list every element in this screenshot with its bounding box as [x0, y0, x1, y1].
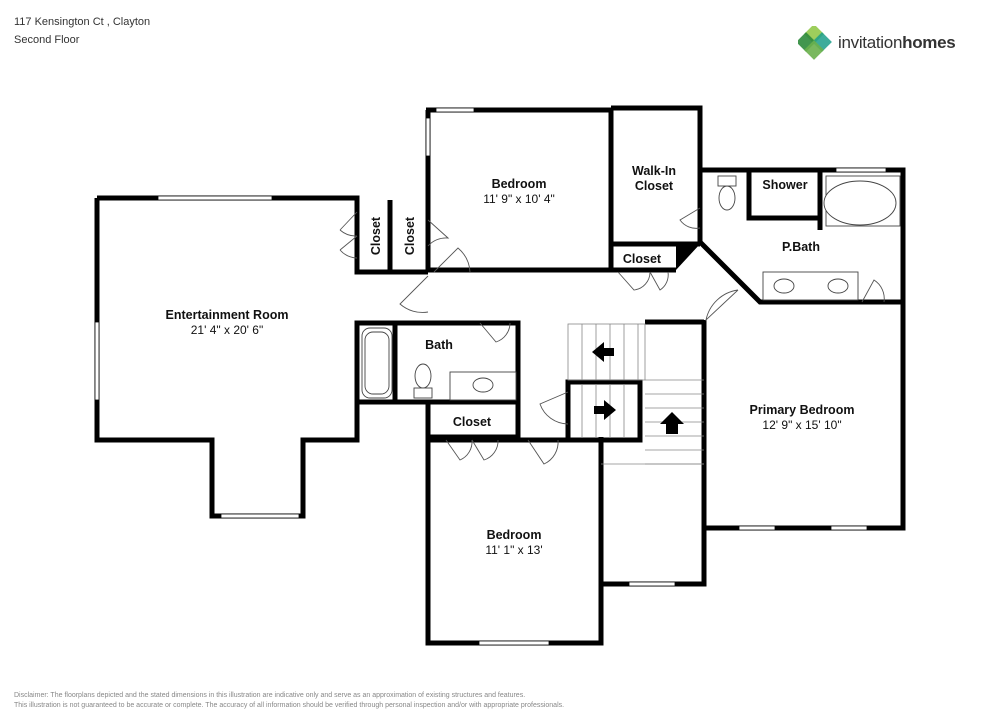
sink-hall — [472, 377, 494, 393]
windows — [94, 107, 887, 646]
room-name-entertainment: Entertainment Room — [166, 308, 289, 322]
brand-name-bold: homes — [902, 33, 956, 52]
staircase — [567, 323, 704, 465]
room-name-closet-hall: Closet — [453, 415, 492, 429]
brand-name-light: invitation — [838, 33, 903, 52]
bathtub-pbath-inner — [823, 180, 897, 226]
room-name-bedroom-bottom: Bedroom — [487, 528, 542, 542]
arrow-left-icon — [592, 342, 614, 362]
room-name-closet-left: Closet — [369, 216, 383, 255]
fixtures — [361, 175, 901, 401]
room-name-primary: Primary Bedroom — [750, 403, 855, 417]
room-name-walkin-line1: Walk-In — [632, 164, 676, 178]
room-name-closet-walkin: Closet — [623, 252, 662, 266]
room-name-bedroom-top: Bedroom — [492, 177, 547, 191]
room-name-shower: Shower — [762, 178, 807, 192]
doors — [339, 207, 885, 465]
toilet-pbath — [718, 185, 736, 211]
floor-label: Second Floor — [14, 34, 80, 46]
disclaimer-line-1: Disclaimer: The floorplans depicted and … — [14, 692, 526, 699]
brand-wordmark: invitationhomes — [838, 33, 956, 53]
bathtub-hall-inner — [364, 331, 390, 395]
room-name-bath: Bath — [425, 338, 453, 352]
toilet-hall — [414, 363, 432, 389]
room-dims-primary: 12' 9" x 15' 10" — [762, 418, 841, 432]
sink-pbath-2 — [827, 278, 849, 294]
arrow-up-icon — [660, 412, 684, 434]
sink-pbath-1 — [773, 278, 795, 294]
arrow-right-icon — [594, 400, 616, 420]
room-name-walkin-line2: Closet — [635, 179, 674, 193]
property-address: 117 Kensington Ct , Clayton — [14, 16, 151, 28]
invitation-homes-logo-icon — [798, 26, 832, 60]
room-dims-bedroom-bottom: 11' 1" x 13' — [485, 543, 542, 557]
room-dims-entertainment: 21' 4" x 20' 6" — [191, 323, 263, 337]
room-name-closet-right: Closet — [403, 216, 417, 255]
room-labels: Bedroom 11' 9" x 10' 4" Walk-In Closet C… — [166, 164, 855, 557]
disclaimer-line-2: This illustration is not guaranteed to b… — [14, 702, 565, 709]
toilet-hall-tank — [413, 387, 433, 399]
disclaimer: Disclaimer: The floorplans depicted and … — [14, 691, 984, 711]
room-name-pbath: P.Bath — [782, 240, 820, 254]
room-dims-bedroom-top: 11' 9" x 10' 4" — [483, 192, 555, 206]
toilet-pbath-tank — [717, 175, 737, 187]
stair-arrows — [592, 244, 700, 434]
brand-logo: invitationhomes — [798, 26, 956, 60]
wall-corner-fill — [676, 244, 700, 270]
